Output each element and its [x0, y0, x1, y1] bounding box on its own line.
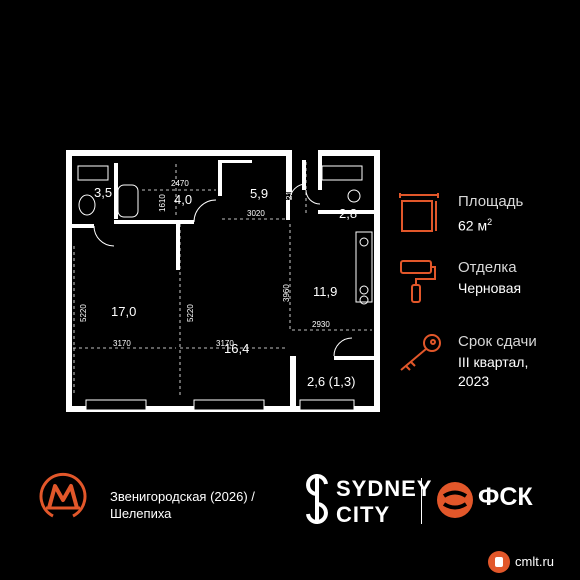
room-area-bath: 3,5: [94, 185, 112, 200]
room-area-corridor: 5,9: [250, 186, 268, 201]
paint-roller-icon: [400, 260, 436, 303]
wall-top-right: [318, 150, 380, 156]
deadline-value: III квартал,2023: [458, 354, 529, 389]
dimension-label: 2470: [171, 179, 189, 188]
dimension-label: 5220: [186, 304, 195, 322]
room-area-wc: 2,8: [339, 206, 357, 221]
wall-right: [374, 150, 380, 412]
metro-m-icon: [39, 472, 87, 518]
hand-icon: [488, 551, 510, 573]
fsk-logo-icon: [437, 482, 473, 518]
dimension-label: 1610: [158, 194, 167, 212]
area-value: 62 м2: [458, 217, 493, 234]
dimension-label: 5220: [79, 304, 88, 322]
dimension-label: 3960: [282, 284, 291, 302]
area-icon: [399, 193, 439, 232]
dimension-label: 3170: [216, 339, 234, 348]
dimension-label: 2170: [285, 182, 294, 200]
metro-station: Звенигородская (2026) /Шелепиха: [110, 489, 255, 521]
watermark: cmlt.ru: [487, 548, 577, 576]
area-title: Площадь: [458, 193, 524, 210]
room-area-bedroom-2: 16,4: [224, 341, 249, 356]
logo-divider: [421, 478, 422, 524]
dimension-label: 2930: [312, 320, 330, 329]
finish-value: Черновая: [458, 280, 522, 296]
dimension-label: 3020: [247, 209, 265, 218]
room-area-kitchen: 11,9: [313, 284, 337, 299]
sydney-s-icon: [306, 474, 328, 524]
brand-developer: ФСК: [478, 483, 533, 511]
key-icon: [400, 334, 441, 371]
wall-left: [66, 150, 72, 412]
finish-title: Отделка: [458, 259, 517, 276]
room-area-bedroom-1: 17,0: [111, 304, 136, 319]
dimension-label: 3170: [113, 339, 131, 348]
brand-project-line1: SYDNEY: [336, 476, 433, 501]
room-area-balcony: 2,6 (1,3): [307, 374, 355, 389]
room-area-hall: 4,0: [174, 192, 192, 207]
brand-project-line2: CITY: [336, 502, 391, 527]
deadline-title: Срок сдачи: [458, 333, 537, 350]
wall-top-left: [66, 150, 290, 156]
